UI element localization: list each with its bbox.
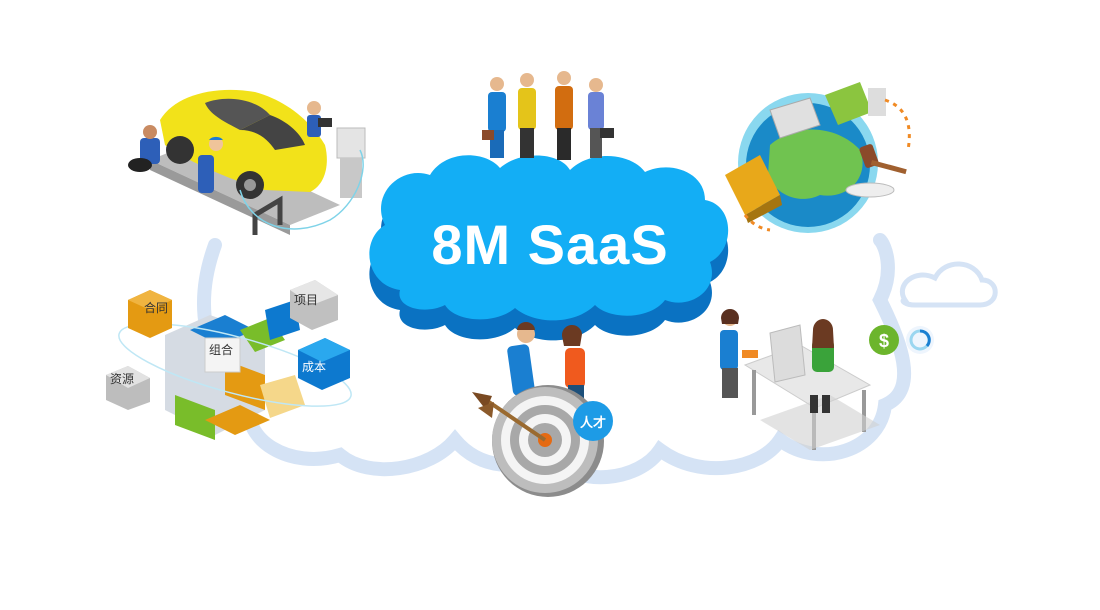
person-blue-suit (482, 77, 506, 158)
progress-ring-icon (906, 326, 934, 354)
person-yellow-suit (518, 73, 536, 158)
dollar-coin-icon: $ (869, 325, 899, 355)
cube-label-contract: 合同 (144, 301, 169, 315)
cube-resource (106, 366, 150, 410)
businessman-handshake (507, 322, 535, 396)
gavel-icon (845, 144, 907, 198)
person-orange-suit (555, 71, 573, 160)
yellow-car (160, 89, 327, 199)
woman-seated (810, 319, 834, 413)
cube-label-project: 项目 (294, 293, 319, 307)
mechanic-left (128, 125, 160, 172)
talent-badge: 人才 (573, 401, 613, 441)
cube-contract (128, 290, 172, 338)
cube-combination (204, 337, 241, 373)
small-cloud-icon (899, 261, 998, 308)
mechanic-center (198, 136, 223, 193)
truck-icon (725, 155, 782, 223)
cube-project (290, 280, 338, 330)
trailer-icon (769, 97, 821, 139)
diagnostic-machine (336, 127, 366, 198)
arrow-icon (472, 392, 547, 442)
mechanic-laptop (307, 101, 332, 137)
person-purple-blouse (588, 78, 614, 158)
cube-label-combination: 组合 (209, 343, 234, 357)
cube-label-cost: 成本 (302, 360, 327, 374)
factory-icon (825, 82, 886, 125)
cube-label-resource: 资源 (110, 372, 135, 386)
cube-cost (298, 338, 350, 390)
woman-standing (720, 309, 758, 398)
computer-monitor (769, 324, 806, 383)
svg-text:$: $ (879, 331, 889, 351)
brand-title: 8M SaaS (431, 213, 669, 276)
